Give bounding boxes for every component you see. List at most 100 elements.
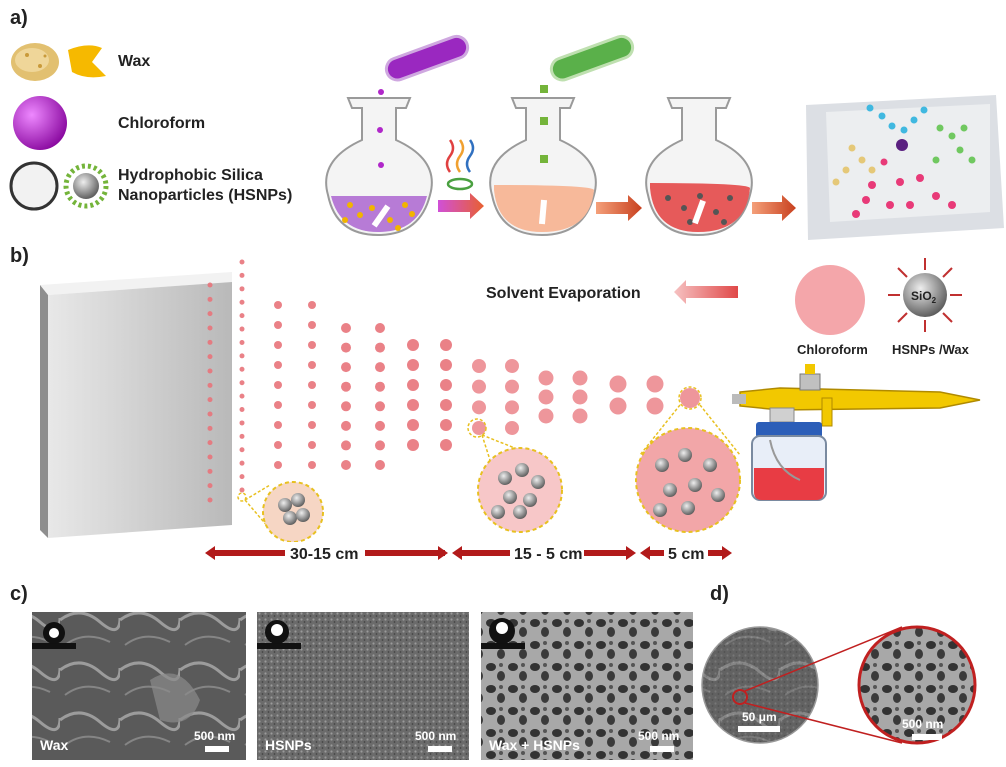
spray-droplet	[207, 296, 213, 302]
spray-droplet	[341, 342, 351, 353]
distance-label-2: 15 - 5 cm	[514, 546, 582, 563]
spray-droplet	[440, 419, 452, 431]
contact-angle-icon-hsnps	[257, 620, 301, 649]
inset-medium	[467, 418, 563, 533]
spray-droplet	[239, 420, 245, 426]
contact-angle-icon-wax-hsnps	[481, 618, 525, 649]
spray-droplet	[407, 379, 419, 391]
panel-label-c: c)	[10, 583, 28, 605]
spray-droplet	[207, 282, 213, 288]
flask-3	[645, 97, 753, 237]
spray-droplet	[646, 397, 664, 415]
spray-droplet	[274, 361, 282, 369]
spray-droplet	[207, 368, 213, 374]
spray-droplet	[375, 460, 385, 470]
spray-droplet	[274, 421, 282, 429]
spray-droplet	[505, 359, 519, 373]
sem-scale-wax: 500 nm	[194, 729, 235, 743]
legend-hsnps-line1: Hydrophobic Silica	[118, 167, 263, 184]
legend-hsnps-line2: Nanoparticles (HSNPs)	[118, 187, 292, 204]
spray-droplets	[207, 259, 700, 503]
svg-text:SiO2: SiO2	[911, 289, 937, 305]
spray-droplet	[308, 461, 316, 469]
spray-droplet	[239, 353, 245, 359]
spray-droplet	[609, 375, 627, 393]
spray-droplet	[407, 419, 419, 431]
spray-droplet	[505, 400, 519, 415]
spray-droplet	[472, 400, 486, 415]
spray-droplet	[274, 301, 282, 309]
spray-droplet	[407, 439, 419, 451]
spray-droplet	[207, 440, 213, 446]
flask-1	[325, 89, 433, 237]
spray-droplet	[274, 441, 282, 449]
sem-scale-hsnps: 500 nm	[415, 729, 456, 743]
sem-zoom-circle	[857, 625, 977, 745]
spray-droplet	[505, 379, 519, 394]
spray-droplet	[239, 460, 245, 466]
spray-droplet	[308, 341, 316, 349]
spray-droplet	[375, 342, 385, 353]
spray-droplet	[341, 440, 351, 451]
heat-icon	[445, 139, 475, 191]
chloroform-droplet-legend	[795, 265, 865, 335]
spray-droplet	[341, 401, 351, 412]
spray-droplet	[207, 339, 213, 345]
legend-b-chloroform: Chloroform	[797, 342, 868, 357]
contact-angle-icon-wax	[32, 622, 76, 649]
chloroform-ball-icon	[13, 96, 67, 150]
droplet-photo	[806, 95, 1004, 240]
spray-droplet	[207, 311, 213, 317]
spray-droplet	[207, 483, 213, 489]
spray-droplet	[239, 380, 245, 386]
spray-droplet	[375, 381, 385, 392]
spray-droplet	[207, 325, 213, 331]
zoom-lines	[744, 626, 903, 744]
sio2-particle-legend: SiO2	[888, 258, 962, 332]
spray-droplet	[609, 397, 627, 415]
spray-droplet	[308, 301, 316, 309]
spray-droplet	[239, 272, 245, 278]
spray-droplet	[239, 299, 245, 305]
test-tube-green	[549, 34, 635, 82]
spray-droplet	[239, 366, 245, 372]
sem-image-wax-hsnps	[481, 612, 693, 760]
spray-droplet	[472, 421, 486, 435]
test-tube-purple	[384, 34, 470, 82]
spray-droplet	[274, 401, 282, 409]
spray-droplet	[207, 382, 213, 388]
spray-droplet	[505, 421, 519, 435]
panel-label-a: a)	[10, 7, 28, 29]
spray-droplet	[341, 381, 351, 392]
sem-image-hsnps	[257, 612, 469, 760]
spray-droplet	[274, 321, 282, 329]
spray-droplet	[207, 354, 213, 360]
spray-droplet	[239, 487, 245, 493]
spray-droplet	[680, 388, 700, 408]
spray-droplet	[572, 389, 588, 405]
panel-label-d: d)	[710, 583, 729, 605]
spray-droplet	[440, 439, 452, 451]
inset-small	[237, 481, 324, 543]
step-arrow-3	[752, 195, 796, 221]
spray-droplet	[207, 397, 213, 403]
spray-droplet	[308, 401, 316, 409]
panel-label-b: b)	[10, 245, 29, 267]
legend-chloroform: Chloroform	[118, 115, 205, 132]
silica-powder-icon	[9, 161, 59, 211]
wax-chunk-icon	[68, 45, 106, 78]
spray-droplet	[239, 393, 245, 399]
spray-droplet	[207, 468, 213, 474]
legend-wax: Wax	[118, 53, 150, 70]
spray-droplet	[538, 370, 554, 386]
spray-droplet	[440, 359, 452, 371]
wall-substrate	[40, 272, 232, 538]
airbrush-sprayer	[732, 364, 981, 501]
hsnp-particle-icon	[63, 163, 109, 209]
spray-droplet	[308, 421, 316, 429]
spray-droplet	[407, 339, 419, 351]
spray-droplet	[274, 341, 282, 349]
wax-powder-icon	[11, 43, 59, 81]
spray-droplet	[538, 389, 554, 405]
spray-droplet	[239, 339, 245, 345]
